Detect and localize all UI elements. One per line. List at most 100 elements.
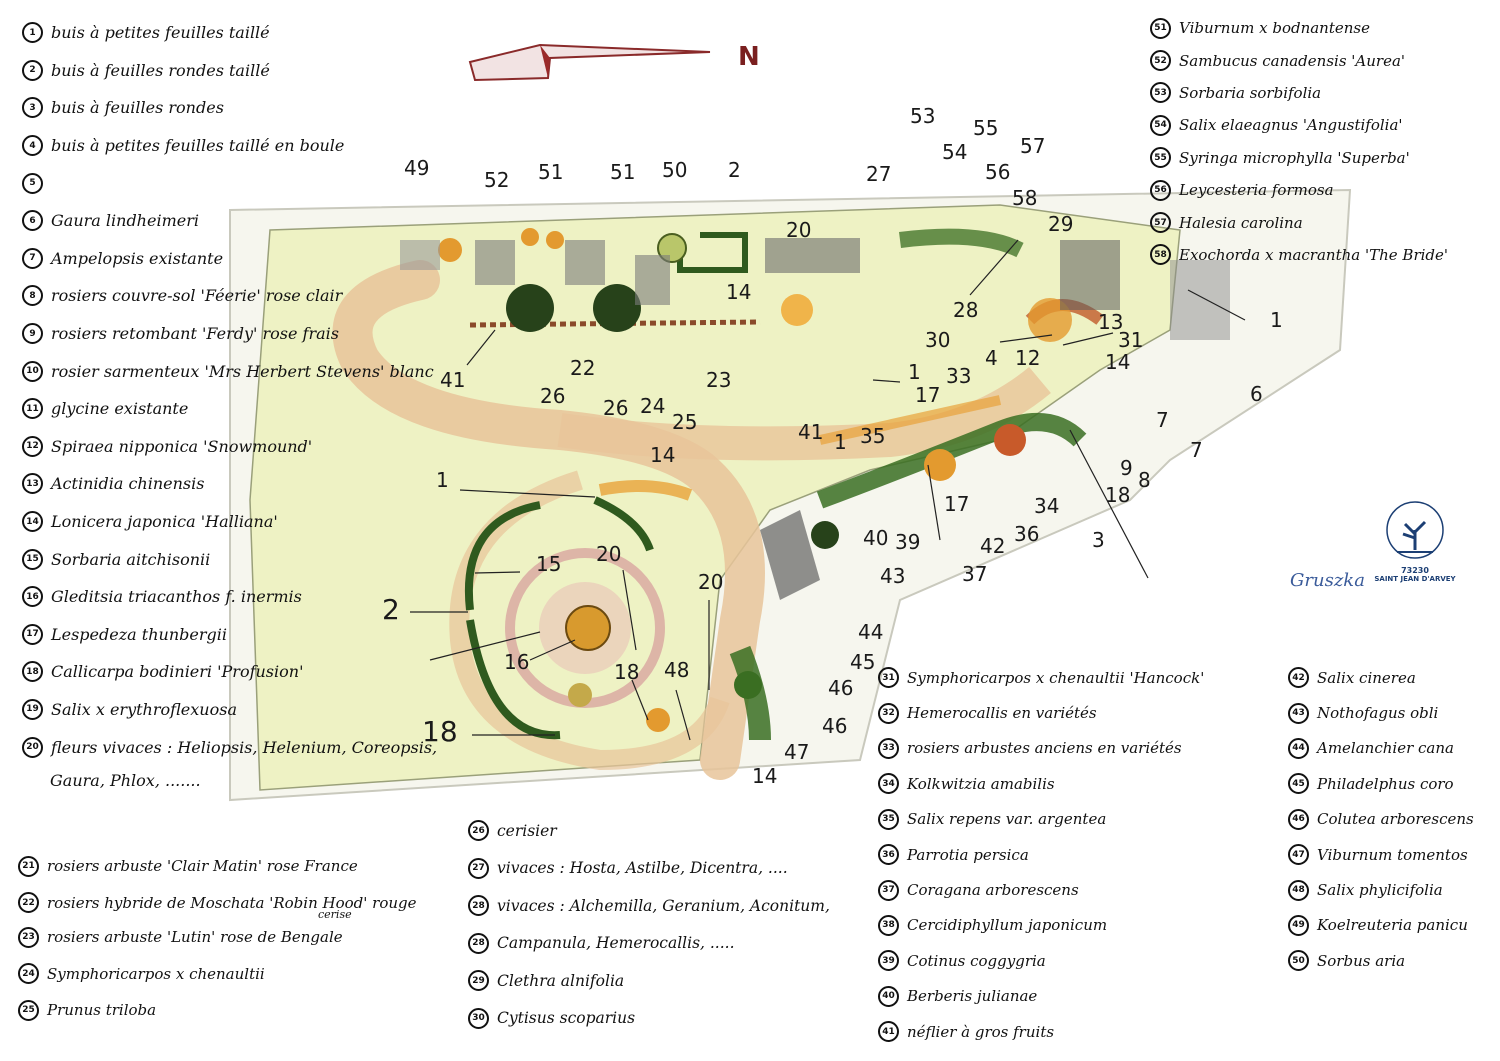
tree-16b bbox=[568, 683, 592, 707]
callout-12: 12 bbox=[1015, 346, 1041, 370]
callout-14a: 14 bbox=[726, 280, 752, 304]
garden-path-3 bbox=[557, 366, 1051, 461]
border-bed-2 bbox=[598, 480, 693, 501]
callout-39: 39 bbox=[895, 530, 921, 554]
tree-51 bbox=[546, 231, 564, 249]
callout-57: 57 bbox=[1020, 134, 1046, 158]
callout-7a: 7 bbox=[1156, 408, 1169, 432]
callout-46b: 46 bbox=[822, 714, 848, 738]
greenhouse bbox=[1060, 240, 1120, 310]
callout-45: 45 bbox=[850, 650, 876, 674]
callout-46a: 46 bbox=[828, 676, 854, 700]
callout-15: 15 bbox=[536, 552, 562, 576]
tree-49 bbox=[438, 238, 462, 262]
north-label: N bbox=[738, 42, 760, 72]
callout-41b: 41 bbox=[798, 420, 824, 444]
callout-20c: 20 bbox=[698, 570, 724, 594]
border-bed-6 bbox=[729, 645, 771, 741]
terrace bbox=[760, 510, 820, 600]
border-bed bbox=[816, 413, 1087, 509]
callout-6: 6 bbox=[1250, 382, 1263, 406]
callout-13: 13 bbox=[1098, 310, 1124, 334]
callout-43: 43 bbox=[880, 564, 906, 588]
legend-item: 5 bbox=[22, 164, 462, 202]
callout-26a: 26 bbox=[540, 384, 566, 408]
callout-3: 3 bbox=[1092, 528, 1105, 552]
shed-3 bbox=[635, 255, 670, 305]
border-bed-4 bbox=[818, 395, 1002, 445]
cherry-tree-2 bbox=[593, 284, 641, 332]
gleditsia-tree bbox=[565, 605, 611, 651]
callout-24: 24 bbox=[640, 394, 666, 418]
callout-2b: 2 bbox=[382, 593, 400, 626]
tree-17 bbox=[924, 449, 956, 481]
callout-23: 23 bbox=[706, 368, 732, 392]
tree-20 bbox=[781, 294, 813, 326]
designer-signature: Gruszka bbox=[1290, 570, 1365, 591]
stamp-town: SAINT JEAN D'ARVEY bbox=[1374, 575, 1456, 583]
hedge-arc bbox=[464, 501, 541, 611]
cherry-tree bbox=[506, 284, 554, 332]
callout-1a: 1 bbox=[1270, 308, 1283, 332]
callout-29: 29 bbox=[1048, 212, 1074, 236]
callout-52: 52 bbox=[484, 168, 510, 192]
callout-14c: 14 bbox=[650, 443, 676, 467]
hedge-arc-3 bbox=[593, 496, 654, 552]
callout-37: 37 bbox=[962, 562, 988, 586]
garage bbox=[1170, 260, 1230, 340]
callout-40: 40 bbox=[863, 526, 889, 550]
callout-8: 8 bbox=[1138, 468, 1151, 492]
callout-25: 25 bbox=[672, 410, 698, 434]
callout-27: 27 bbox=[866, 162, 892, 186]
callout-30: 30 bbox=[925, 328, 951, 352]
callout-34: 34 bbox=[1034, 494, 1060, 518]
callout-50: 50 bbox=[662, 158, 688, 182]
tree-47 bbox=[734, 671, 762, 699]
pergola bbox=[400, 240, 440, 270]
tree-52 bbox=[521, 228, 539, 246]
shed bbox=[475, 240, 515, 285]
callout-44: 44 bbox=[858, 620, 884, 644]
callout-14b: 14 bbox=[1105, 350, 1131, 374]
legend-item-continuation: Gaura, Phlox, ....... bbox=[50, 771, 201, 791]
hedge-top bbox=[677, 232, 748, 273]
callout-31: 31 bbox=[1118, 328, 1144, 352]
callout-47: 47 bbox=[784, 740, 810, 764]
stamp-postcode: 73230 bbox=[1401, 566, 1429, 575]
callout-36: 36 bbox=[1014, 522, 1040, 546]
